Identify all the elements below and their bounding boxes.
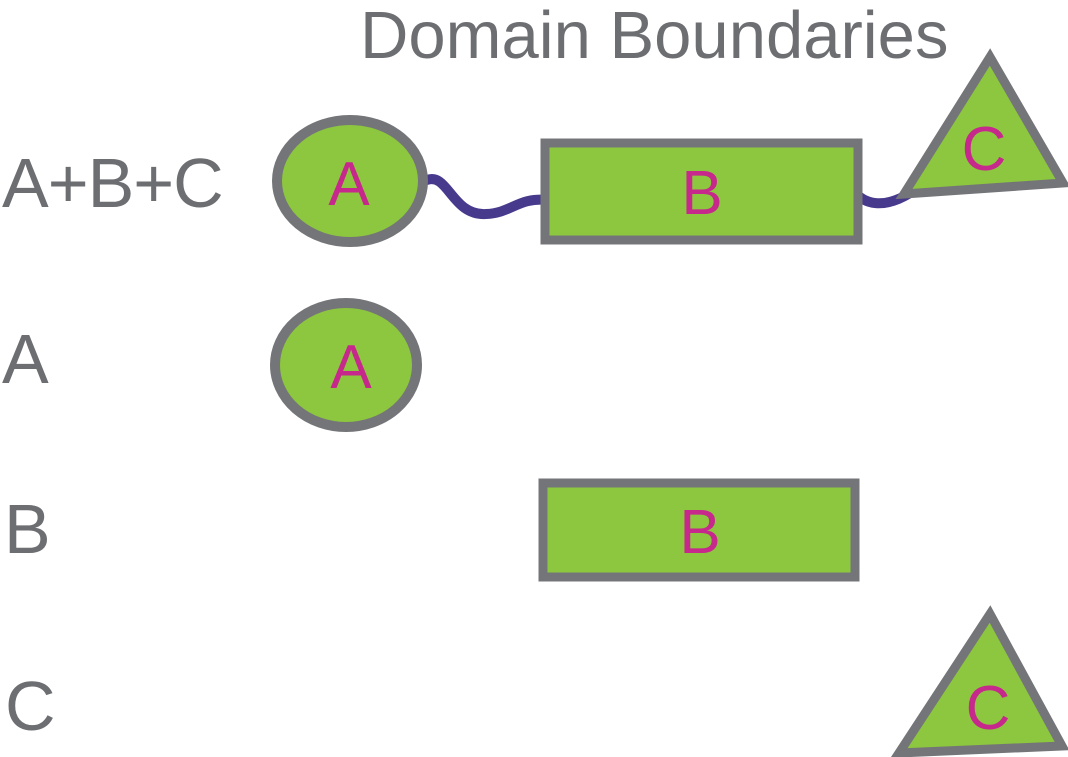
- domain-c-letter: C: [966, 674, 1011, 743]
- row-label-a: A: [2, 320, 49, 398]
- domain-b-letter: B: [681, 159, 722, 228]
- domain-b-letter: B: [679, 498, 720, 567]
- diagram-title: Domain Boundaries: [360, 0, 948, 73]
- linker-a-b-wavy-line: [422, 174, 553, 219]
- row-b-only: B B: [4, 478, 860, 582]
- row-label-c: C: [5, 667, 55, 745]
- domain-a-ellipse: [270, 298, 422, 432]
- row-label-b: B: [4, 490, 50, 568]
- domain-a-ellipse: [272, 115, 428, 247]
- domain-c-letter: C: [962, 115, 1007, 184]
- domain-c-triangle: [891, 605, 1068, 757]
- row-a-only: A A: [2, 298, 422, 432]
- domain-a-letter: A: [328, 150, 370, 219]
- domain-a-letter: A: [330, 333, 372, 402]
- domain-b-rectangle: [538, 478, 860, 582]
- row-c-only: C C: [5, 605, 1068, 757]
- row-label-abc: A+B+C: [2, 144, 223, 222]
- row-a-plus-b-plus-c: A+B+C A B C: [2, 48, 1068, 247]
- domain-b-rectangle: [540, 138, 863, 245]
- domain-c-triangle: [895, 48, 1068, 200]
